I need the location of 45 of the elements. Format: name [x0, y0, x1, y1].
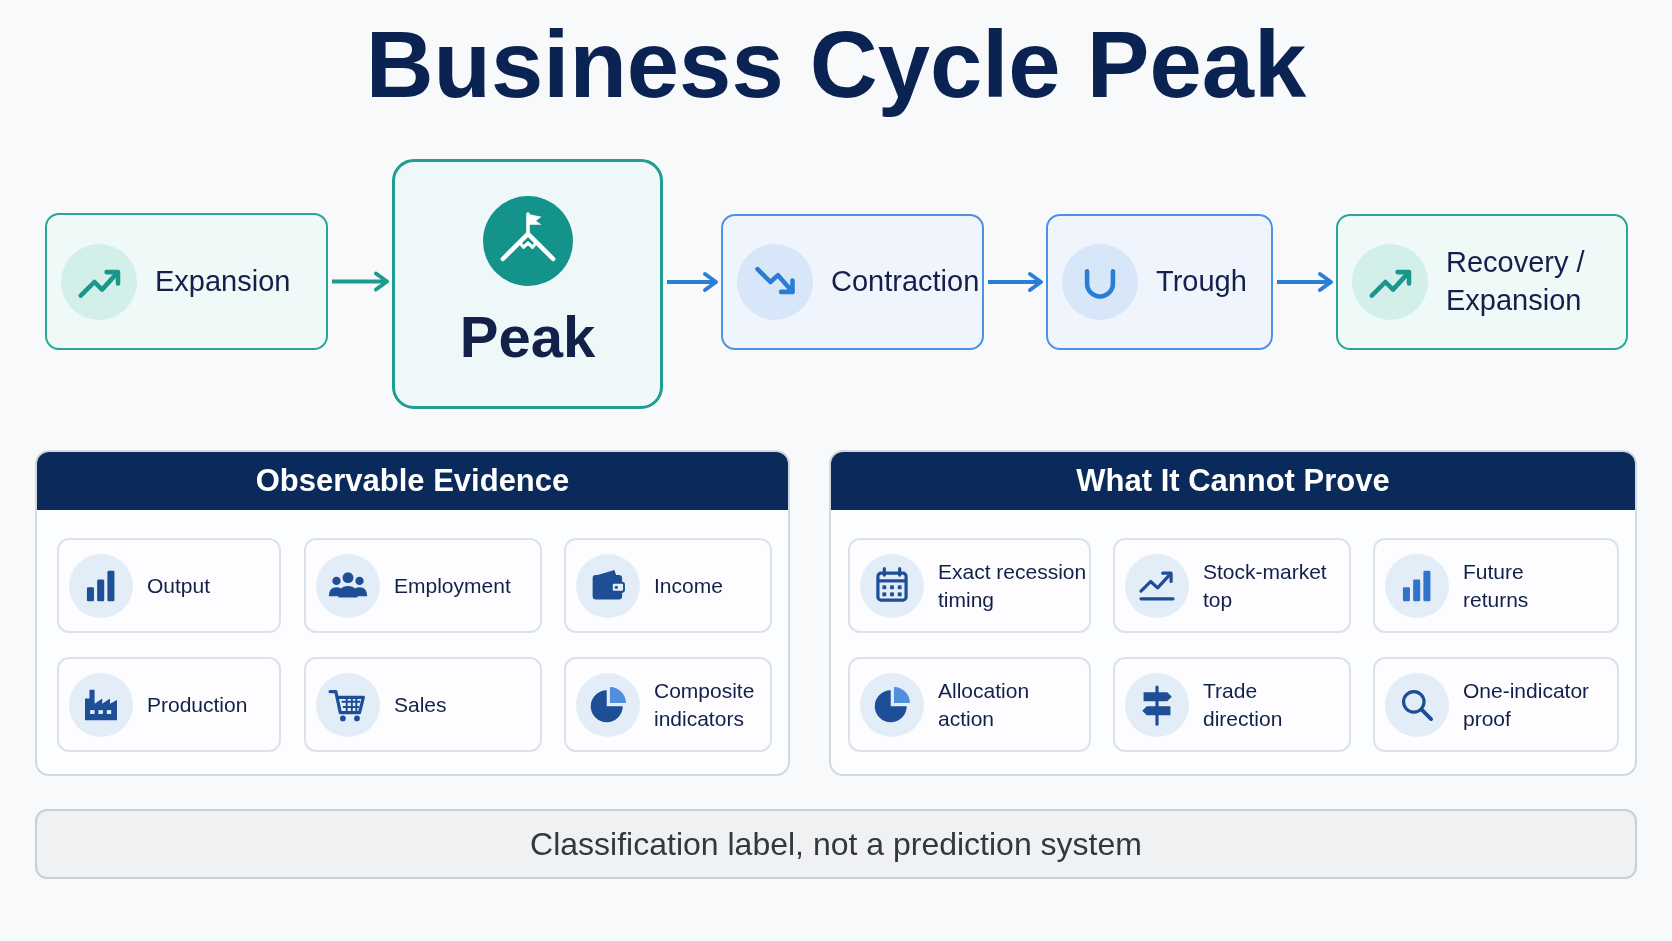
stage-label: Peak [459, 304, 596, 370]
item-card [1113, 538, 1351, 633]
stage-label: Contraction [831, 265, 980, 298]
stage-box [721, 214, 984, 350]
card-label: Production [147, 692, 248, 716]
stage-box [1336, 214, 1628, 350]
card-label: Exact recession timing [938, 560, 1087, 611]
panel-title: What It Cannot Prove [1076, 463, 1390, 499]
stage-box [1046, 214, 1273, 350]
card-label: Output [147, 573, 211, 597]
card-label: Sales [394, 692, 447, 716]
arrow [988, 272, 1043, 292]
item-card [57, 538, 281, 633]
item-card [304, 538, 542, 633]
card-label: One-indicator proof [1463, 679, 1590, 730]
arrow [667, 272, 718, 292]
item-card [848, 657, 1091, 752]
arrow [1277, 272, 1333, 292]
item-card [57, 657, 281, 752]
card-label: Employment [394, 573, 511, 597]
item-card [564, 538, 772, 633]
stage-label: Recovery / Expansion [1446, 246, 1585, 316]
panel [829, 450, 1637, 776]
panel [35, 450, 790, 776]
card-label: Trade direction [1203, 679, 1283, 730]
item-card [848, 538, 1091, 633]
note-text: Classification label, not a prediction system [530, 825, 1142, 862]
stage-box [45, 213, 328, 350]
title: Business Cycle Peak [365, 11, 1307, 119]
stage-label: Expansion [155, 264, 291, 297]
item-card [564, 657, 772, 752]
stage-box [392, 159, 663, 409]
card-label: Composite indicators [654, 679, 755, 730]
card-label: Allocation action [938, 679, 1030, 730]
item-card [1373, 538, 1619, 633]
stage-label: Trough [1156, 265, 1247, 298]
card-label: Income [654, 573, 723, 597]
arrow [332, 271, 389, 292]
item-card [1113, 657, 1351, 752]
item-card [304, 657, 542, 752]
card-label: Stock-market top [1203, 560, 1327, 611]
item-card [1373, 657, 1619, 752]
card-label: Future returns [1463, 560, 1529, 611]
panel-title: Observable Evidence [255, 463, 570, 499]
note-banner [35, 809, 1637, 879]
